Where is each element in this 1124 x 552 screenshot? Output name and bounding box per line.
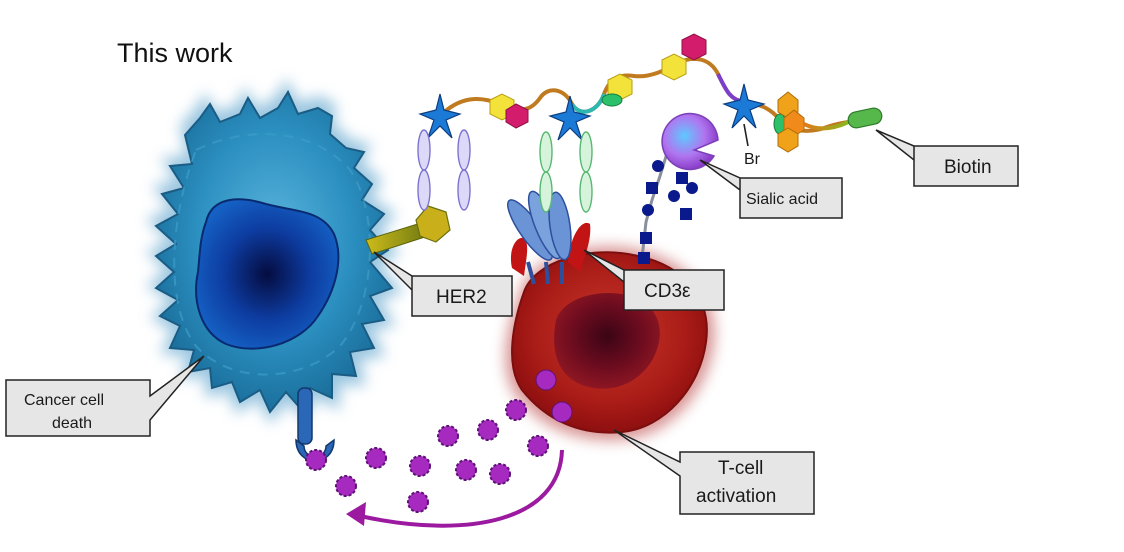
fab-green-4 xyxy=(579,171,593,213)
fab-green-1 xyxy=(539,131,553,173)
callout-biotin: Biotin xyxy=(875,129,1019,187)
antibody-star-3 xyxy=(722,83,766,129)
cancer-cell-membrane-ring xyxy=(173,133,371,376)
t-cell-label-line1: T-cell xyxy=(718,458,763,479)
fab-lavender-4 xyxy=(457,169,471,211)
tcr-blade-3 xyxy=(548,191,572,261)
cytokine-4 xyxy=(527,435,549,457)
tcr-red-arm-2 xyxy=(568,222,591,272)
tcr-red-arm-1 xyxy=(510,237,528,276)
tcr-stalk-1 xyxy=(526,261,536,285)
callout-t-cell-activation: T-cell activation xyxy=(613,429,815,515)
linker-hexagon-magenta-1 xyxy=(505,103,529,129)
antibody-star-1 xyxy=(418,93,462,139)
callout-her2: HER2 xyxy=(373,251,513,317)
glycan-circle-2 xyxy=(652,160,664,172)
glycan-chain xyxy=(638,112,719,264)
glycan-circle-3 xyxy=(668,190,680,202)
antibody-fragments-lavender xyxy=(417,129,471,211)
construct-linker-tint xyxy=(570,93,606,114)
callout-cd3e: CD3ε xyxy=(583,249,725,311)
cytokine-7 xyxy=(455,459,477,481)
cytokine-10 xyxy=(335,475,357,497)
cytokines xyxy=(305,369,573,513)
t-cell-nucleus xyxy=(554,293,660,389)
t-cell-label-line2: activation xyxy=(696,486,776,507)
br-bond xyxy=(743,123,749,147)
glycan-circle-1 xyxy=(642,204,654,216)
cytokine-5 xyxy=(365,447,387,469)
cytokine-6 xyxy=(409,455,431,477)
glycan-square-2 xyxy=(640,232,652,244)
cancer-cell-label-line2: death xyxy=(52,415,92,432)
cytokine-11 xyxy=(407,491,429,513)
tcr-complex xyxy=(507,190,591,285)
lectin-binder xyxy=(661,112,719,171)
cytokine-dot-1 xyxy=(535,369,557,391)
cytokine-1 xyxy=(505,399,527,421)
glycan-square-3 xyxy=(646,182,658,194)
cd3e-label: CD3ε xyxy=(644,281,691,302)
glycan-circle-4 xyxy=(686,182,698,194)
cancer-cell-label-line1: Cancer cell xyxy=(24,392,104,409)
sialic-acid-label: Sialic acid xyxy=(746,191,818,208)
br-label: Br xyxy=(744,151,761,168)
cytokine-stars xyxy=(305,399,549,513)
tcr-stalk-2 xyxy=(544,261,550,285)
biotin-capsule xyxy=(847,107,883,129)
her2-head xyxy=(415,205,451,243)
cytokine-dot-2 xyxy=(551,401,573,423)
glycan-square-4 xyxy=(676,172,688,184)
fab-green-3 xyxy=(579,131,593,173)
fab-lavender-3 xyxy=(457,129,471,171)
her2-receptor xyxy=(365,205,451,255)
callout-sialic-acid: Sialic acid xyxy=(699,159,843,219)
glycan-square-5 xyxy=(680,208,692,220)
her2-label: HER2 xyxy=(436,287,487,308)
orange-cluster-bottom xyxy=(777,127,799,153)
cancer-cell-nucleus xyxy=(195,198,340,350)
cytokine-2 xyxy=(477,419,499,441)
cytokine-9 xyxy=(305,449,327,471)
linker-hexagon-magenta-2 xyxy=(681,33,707,61)
biotin-label: Biotin xyxy=(944,157,992,178)
fab-lavender-1 xyxy=(417,129,431,171)
cytokine-8 xyxy=(489,463,511,485)
fab-green-2 xyxy=(539,171,553,213)
antibody-star-2 xyxy=(548,95,592,141)
cancer-cell xyxy=(146,78,404,462)
cancer-receptor-stalk xyxy=(297,387,313,445)
linker-bead-green-1 xyxy=(601,93,623,107)
molecular-construct: Br xyxy=(418,33,883,168)
callout-cancer-cell-death: Cancer cell death xyxy=(5,355,205,437)
arrow-curve xyxy=(359,449,564,528)
fab-lavender-2 xyxy=(417,169,431,211)
antibody-fragments-green xyxy=(539,131,593,213)
cytokine-arrow xyxy=(346,449,564,528)
linker-hexagon-yellow-3 xyxy=(661,53,687,81)
glycan-square-1 xyxy=(638,252,650,264)
arrow-head xyxy=(346,502,366,526)
cytokine-3 xyxy=(437,425,459,447)
page-title: This work xyxy=(117,38,233,68)
